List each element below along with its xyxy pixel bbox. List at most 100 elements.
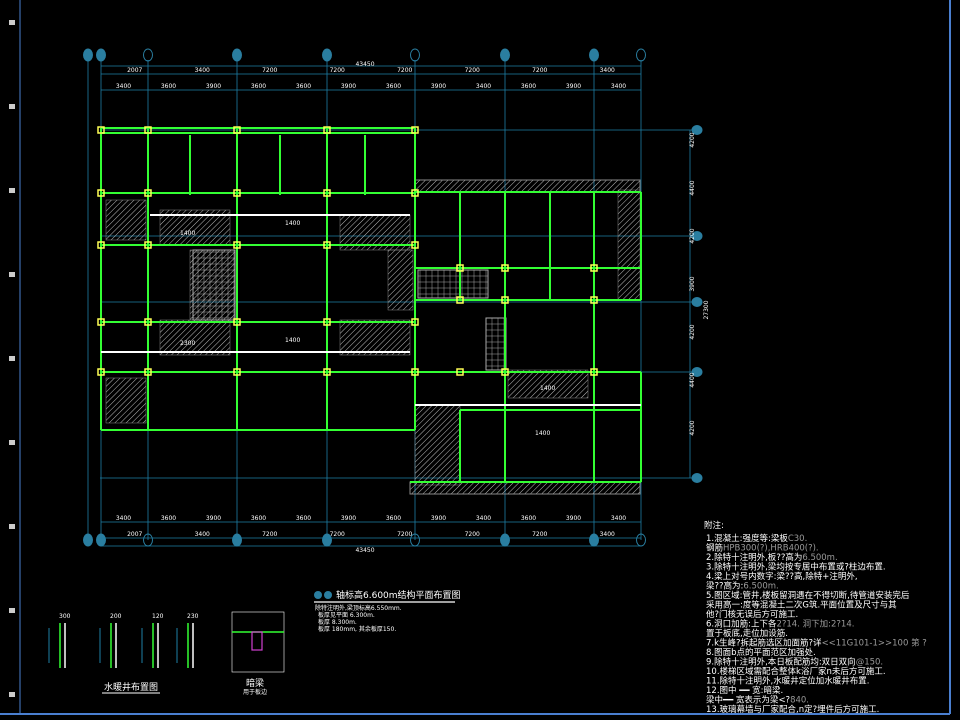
- detail-dimension-label: 230: [187, 613, 199, 620]
- note-item: 梁??高为:6.500m.: [706, 581, 779, 592]
- dimension-label: 7200: [330, 67, 345, 74]
- note-item: 13.玻璃幕墙与厂家配合,n定?埋件后方可施工.: [706, 704, 879, 715]
- note-text: 钢筋: [706, 543, 723, 554]
- dimension-label: 3400: [600, 531, 615, 538]
- axis-bubble-bottom: [96, 533, 106, 547]
- column: [233, 368, 241, 376]
- beam-detail-subtitle: 用于板边: [243, 688, 267, 696]
- column: [97, 241, 105, 249]
- note-item: 9.除特十注明外,本日板配筋均:双日双向@150.: [706, 657, 883, 668]
- column: [233, 189, 241, 197]
- dimension-label: 7200: [532, 67, 547, 74]
- note-text: 13.玻璃幕墙与厂家配合,n定?埋件后方可施工.: [706, 704, 879, 715]
- note-item: 5.图区域:管井,楼板留洞遇在不得切断,待管道安装完后: [706, 590, 910, 601]
- ruler-tick: [9, 608, 15, 613]
- note-text: 1.混凝土:强度等:梁板: [706, 533, 788, 544]
- dimension-label: 3600: [161, 515, 176, 522]
- column: [233, 241, 241, 249]
- column: [144, 318, 152, 326]
- column: [323, 368, 331, 376]
- column: [144, 126, 152, 134]
- note-item: 6.洞口加筋:上下各2?14. 洞下加:2?14.: [706, 619, 854, 630]
- note-text: 5.图区域:管井,楼板留洞遇在不得切断,待管道安装完后: [706, 590, 910, 601]
- dimension-label: 3400: [600, 67, 615, 74]
- column: [233, 126, 241, 134]
- dimension-label: 3400: [476, 83, 491, 90]
- note-item: 钢筋HPB300(?),HRB400(?).: [706, 543, 819, 554]
- note-item: 梁中━━ 宽表示为梁<?840.: [706, 695, 809, 706]
- room-label: 1400: [535, 430, 550, 437]
- note-item: 8.图面b点的平面范区加强处.: [706, 647, 816, 658]
- note-item: 他?门核无误后方可施工.: [706, 609, 798, 620]
- note-item: 置于板底,走位加设筋.: [706, 628, 788, 639]
- dimension-label: 3900: [341, 83, 356, 90]
- note-item: 1.混凝土:强度等:梁板C30.: [706, 533, 807, 544]
- ruler-tick: [9, 356, 15, 361]
- dimension-label: 3400: [611, 83, 626, 90]
- dimension-label: 3600: [296, 515, 311, 522]
- total-dimension-bottom: 43450: [355, 547, 374, 554]
- dimension-label: 7200: [397, 531, 412, 538]
- column: [411, 126, 419, 134]
- note-text: 梁中━━ 宽表示为梁<?: [706, 695, 790, 706]
- column: [590, 368, 598, 376]
- note-value: <<11G101-1>>100 第 ?: [822, 638, 927, 649]
- dimension-label: 2007: [127, 67, 142, 74]
- dimension-label: 3600: [296, 83, 311, 90]
- plan-subtitle-3: 板厚 8.300m.: [318, 618, 357, 626]
- hatched-slab-area: [105, 377, 147, 424]
- column: [97, 368, 105, 376]
- hatched-slab-area: [414, 179, 641, 193]
- dimension-label: 7200: [262, 67, 277, 74]
- axis-bubble-bottom: [500, 533, 510, 547]
- ruler-tick: [9, 440, 15, 445]
- column: [144, 368, 152, 376]
- plan-title: 轴标高6.600m结构平面布置图: [336, 589, 461, 601]
- detail-dimension-label: 200: [110, 613, 122, 620]
- dimension-label: 4200: [689, 228, 696, 243]
- note-item: 10.楼梯区域需配合整体k浴厂家n未后方可施工.: [706, 666, 886, 677]
- axis-bubble-top: [232, 48, 242, 62]
- column: [456, 368, 464, 376]
- note-value: 840.: [790, 696, 809, 706]
- dimension-label: 4200: [689, 324, 696, 339]
- dimension-label: 3900: [689, 276, 696, 291]
- right-total-dimension: 27300: [703, 300, 710, 319]
- dimension-label: 3600: [386, 83, 401, 90]
- total-dimension-top: 43450: [355, 61, 374, 68]
- axis-bubble-top: [96, 48, 106, 62]
- plan-subtitle-4: 板厚 180mm, 其余板厚150.: [318, 625, 396, 633]
- hatched-slab-area: [414, 404, 461, 486]
- shaft-detail-title: 水暖井布置图: [104, 681, 158, 693]
- note-value: 6.500m.: [743, 582, 778, 592]
- axis-bubble-right: [691, 367, 703, 377]
- dimension-label: 3600: [251, 515, 266, 522]
- axis-bubble-top: [83, 48, 93, 62]
- axis-bubble-top: [410, 48, 420, 62]
- axis-bubble-right: [691, 231, 703, 241]
- note-value: HPB300(?),HRB400(?).: [723, 544, 819, 554]
- dimension-label: 3400: [476, 515, 491, 522]
- axis-bubble-top: [143, 48, 153, 62]
- dimension-label: 3400: [611, 515, 626, 522]
- note-item: 采用高一:度等混凝土二次G筑.平面位置及尺寸与其: [706, 600, 897, 611]
- dimension-label: 3900: [431, 515, 446, 522]
- column: [144, 241, 152, 249]
- dimension-label: 2007: [127, 531, 142, 538]
- column: [456, 296, 464, 304]
- room-label: 2300: [180, 340, 195, 347]
- note-value: 6.500m.: [802, 553, 837, 563]
- dimension-label: 7200: [330, 531, 345, 538]
- note-text: 6.洞口加筋:上下各: [706, 619, 777, 630]
- note-text: 3.除特十注明外,梁均按专居中布置或?柱边布置.: [706, 562, 886, 573]
- note-item: 4.梁上对号内数字:梁??高,除特+注明外,: [706, 571, 858, 582]
- axis-bubble-top: [589, 48, 599, 62]
- hatched-slab-area: [617, 189, 641, 301]
- dimension-label: 3900: [566, 515, 581, 522]
- axis-bubble-top: [500, 48, 510, 62]
- dimension-label: 3400: [116, 83, 131, 90]
- dimension-label: 3400: [195, 531, 210, 538]
- beam-detail-rebar: [251, 631, 263, 651]
- note-text: 梁??高为:: [706, 581, 743, 592]
